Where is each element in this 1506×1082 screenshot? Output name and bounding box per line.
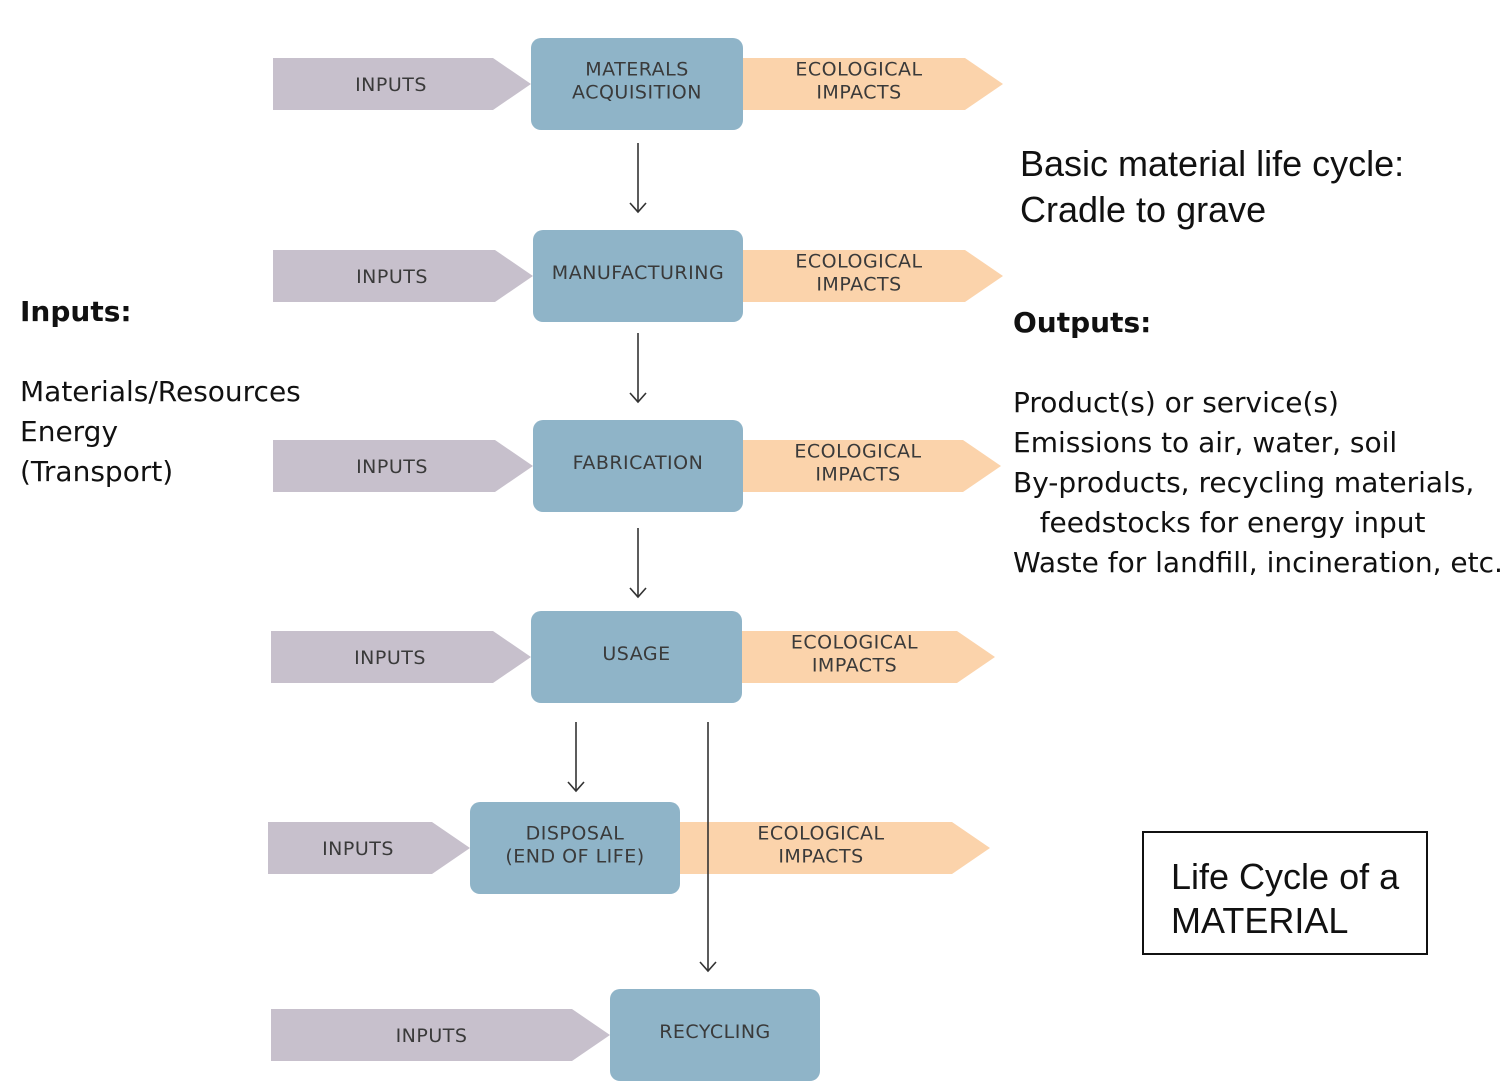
inputs-heading: Inputs:: [20, 295, 132, 328]
impact-arrow: [740, 631, 995, 683]
stage-label: (END OF LIFE): [505, 846, 644, 868]
boxed-title-line-2: MATERIAL: [1171, 900, 1349, 941]
input-arrow: [271, 1009, 610, 1061]
input-arrow: [271, 631, 531, 683]
stage-label: ACQUISITION: [572, 82, 702, 104]
impact-label: IMPACTS: [778, 846, 863, 868]
stage-box: [470, 802, 680, 894]
input-label: INPUTS: [356, 456, 428, 478]
impact-label: ECOLOGICAL: [757, 823, 884, 845]
outputs-item: By-products, recycling materials,: [1013, 466, 1475, 499]
impact-label: ECOLOGICAL: [795, 59, 922, 81]
stage-box: [533, 230, 743, 322]
flow-arrowhead: [699, 961, 717, 973]
input-label: INPUTS: [396, 1025, 468, 1047]
impact-label: IMPACTS: [816, 274, 901, 296]
stage-box: [533, 420, 743, 512]
stage-box: [531, 38, 743, 130]
stage-label: FABRICATION: [573, 452, 704, 474]
outputs-item: Waste for landfill, incineration, etc.: [1013, 546, 1503, 579]
impact-label: ECOLOGICAL: [791, 632, 918, 654]
inputs-item: Energy: [20, 415, 119, 448]
inputs-item: Materials/Resources: [20, 375, 301, 408]
input-label: INPUTS: [356, 266, 428, 288]
outputs-item: feedstocks for energy input: [1013, 506, 1426, 539]
inputs-item: (Transport): [20, 455, 174, 488]
input-arrow: [273, 440, 533, 492]
outputs-heading: Outputs:: [1013, 306, 1152, 339]
stage-box: [531, 611, 742, 703]
title-line-2: Cradle to grave: [1020, 189, 1267, 230]
impact-arrow: [741, 58, 1003, 110]
impact-label: ECOLOGICAL: [794, 441, 921, 463]
input-label: INPUTS: [354, 647, 426, 669]
stage-label: USAGE: [602, 643, 670, 665]
inputs-panel: Inputs: Materials/Resources Energy (Tran…: [20, 292, 301, 492]
stage-label: MANUFACTURING: [552, 262, 724, 284]
boxed-title-line-1: Life Cycle of a: [1171, 856, 1400, 897]
impact-label: IMPACTS: [812, 655, 897, 677]
flow-arrowhead: [629, 587, 647, 599]
impact-label: IMPACTS: [815, 464, 900, 486]
stage-label: RECYCLING: [659, 1021, 771, 1043]
diagram-title: Basic material life cycle: Cradle to gra…: [1020, 141, 1404, 233]
input-label: INPUTS: [322, 838, 394, 860]
stage-label: MATERALS: [585, 59, 689, 81]
stage-label: DISPOSAL: [526, 823, 625, 845]
outputs-item: Emissions to air, water, soil: [1013, 426, 1398, 459]
outputs-panel: Outputs: Product(s) or service(s) Emissi…: [1013, 303, 1503, 583]
input-label: INPUTS: [355, 74, 427, 96]
outputs-item: Product(s) or service(s): [1013, 386, 1339, 419]
flow-arrowhead: [629, 202, 647, 214]
impact-arrow: [678, 822, 990, 874]
title-line-1: Basic material life cycle:: [1020, 143, 1405, 184]
input-arrow: [273, 58, 531, 110]
input-arrow: [273, 250, 533, 302]
input-arrow: [268, 822, 470, 874]
impact-arrow: [741, 440, 1001, 492]
boxed-title: Life Cycle of a MATERIAL: [1142, 831, 1428, 955]
flow-arrowhead: [629, 392, 647, 404]
flow-arrowhead: [567, 781, 585, 793]
impact-label: ECOLOGICAL: [795, 251, 922, 273]
impact-arrow: [741, 250, 1003, 302]
stage-box: [610, 989, 820, 1081]
impact-label: IMPACTS: [816, 82, 901, 104]
